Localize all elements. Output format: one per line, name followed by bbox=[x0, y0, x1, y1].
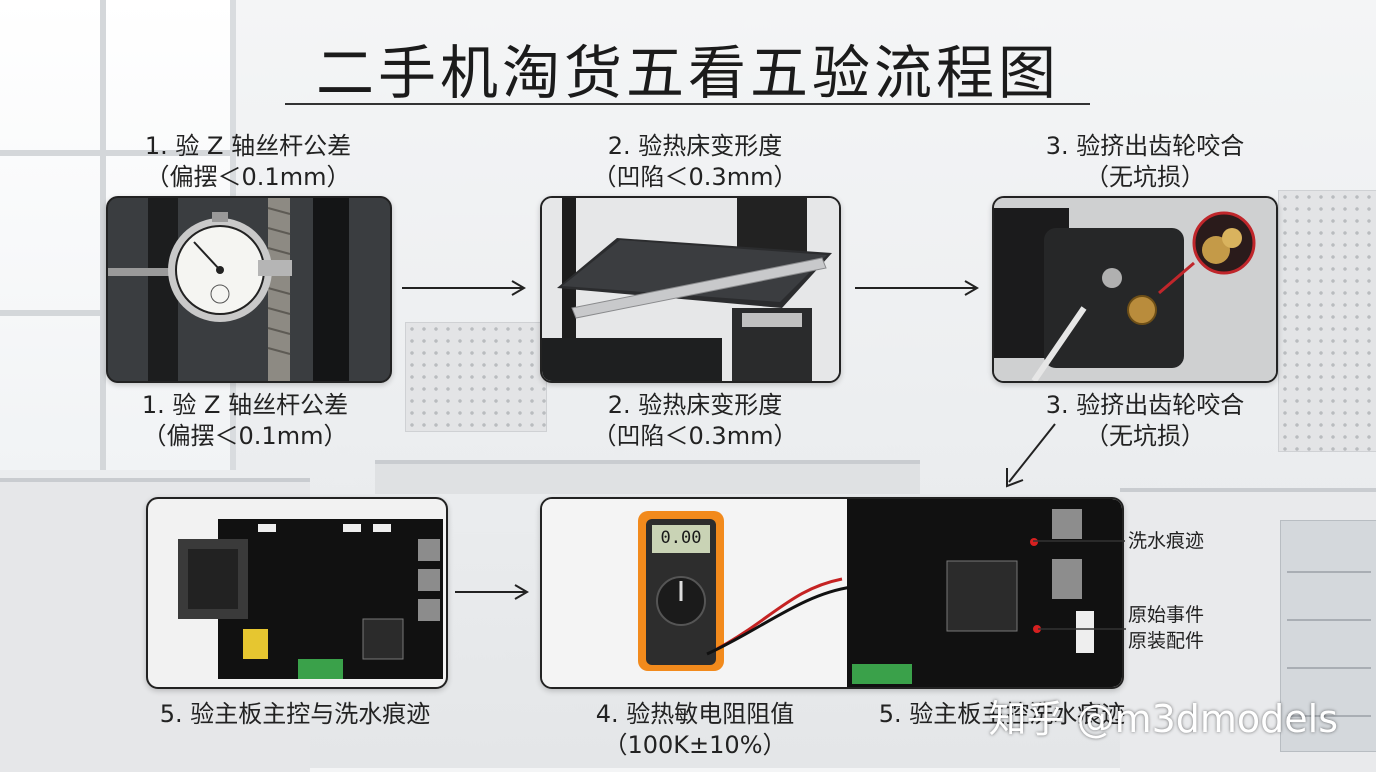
title-underline bbox=[285, 103, 1090, 105]
arrow-step5-to-step4 bbox=[455, 584, 529, 600]
callout-wash-trace: 洗水痕迹 bbox=[1128, 530, 1205, 552]
background-pegboard-right bbox=[1278, 190, 1376, 452]
background-pegboard-center bbox=[405, 322, 547, 432]
dial-indicator-illustration bbox=[108, 198, 390, 381]
background-bench-center bbox=[375, 460, 920, 494]
panel-extruder-gear bbox=[992, 196, 1278, 383]
multimeter-and-board-illustration bbox=[542, 499, 1122, 687]
arrow-step1-to-step2 bbox=[402, 280, 526, 296]
callout-line-original bbox=[1038, 628, 1126, 630]
extruder-illustration bbox=[994, 198, 1276, 381]
step5-board-caption: 5. 验主板主控洗水痕迹 bbox=[878, 700, 1126, 728]
mainboard-left-illustration bbox=[148, 499, 446, 687]
step2-top-label: 2. 验热床变形度（凹陷＜0.3mm） bbox=[592, 132, 798, 191]
step3-top-label: 3. 验挤出齿轮咬合（无坑损） bbox=[1045, 132, 1245, 191]
panel-mainboard-left bbox=[146, 497, 448, 689]
step4-thermistor-caption: 4. 验热敏电阻阻值（100K±10%） bbox=[595, 700, 795, 759]
step3-caption: 3. 验挤出齿轮咬合（无坑损） bbox=[1045, 391, 1245, 450]
multimeter-display: 0.00 bbox=[660, 528, 702, 548]
page-title: 二手机淘货五看五验流程图 bbox=[315, 39, 1060, 107]
callout-line-wash bbox=[1033, 540, 1125, 542]
panel-z-axis-dial-indicator bbox=[106, 196, 392, 383]
panel-heatbed-flatness bbox=[540, 196, 841, 383]
step2-caption: 2. 验热床变形度（凹陷＜0.3mm） bbox=[592, 391, 798, 450]
step1-top-label: 1. 验 Z 轴丝杆公差（偏摆＜0.1mm） bbox=[144, 132, 352, 191]
arrow-step2-to-step3 bbox=[855, 280, 979, 296]
arrow-step3-to-lower-row bbox=[1006, 423, 1056, 488]
background-tool-cabinet bbox=[1280, 520, 1376, 752]
step5-mainboard-caption: 5. 验主板主控与洗水痕迹 bbox=[159, 700, 431, 728]
step1-caption: 1. 验 Z 轴丝杆公差（偏摆＜0.1mm） bbox=[141, 391, 349, 450]
heatbed-illustration bbox=[542, 198, 839, 381]
watermark: 知乎 @m3dmodels bbox=[988, 697, 1338, 741]
panel-thermistor-and-board: 0.00 bbox=[540, 497, 1124, 689]
callout-original-parts: 原始事件原装配件 bbox=[1128, 604, 1205, 652]
